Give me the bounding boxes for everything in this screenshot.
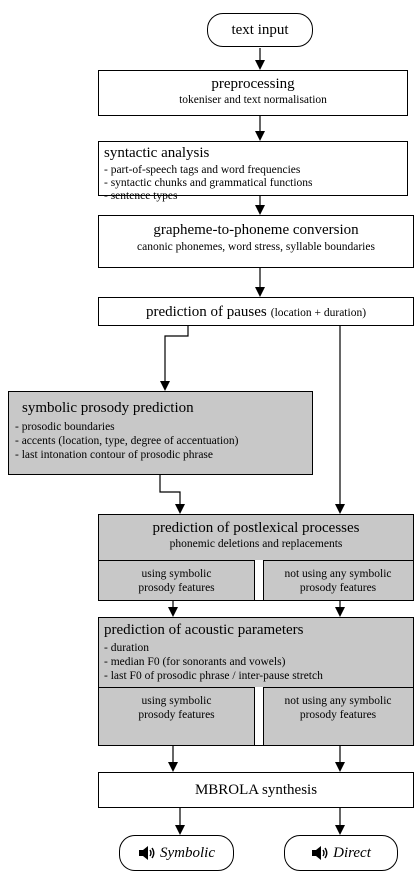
symbolic-item: - prosodic boundaries xyxy=(15,421,115,433)
acoustic-node: prediction of acoustic parameters - dura… xyxy=(98,617,414,746)
acoustic-item: - last F0 of prosodic phrase / inter-pau… xyxy=(104,670,323,682)
arrow-symbolic-to-postlexical xyxy=(159,475,185,514)
postlexical-subtitle: phonemic deletions and replacements xyxy=(169,538,343,550)
text-input-label: text input xyxy=(231,22,289,38)
syntactic-item: - syntactic chunks and grammatical funct… xyxy=(104,177,313,189)
direct-output[interactable]: Direct xyxy=(284,835,398,871)
arrow-pauses-to-symbolic xyxy=(160,326,189,391)
g2p-subtitle: canonic phonemes, word stress, syllable … xyxy=(137,241,375,253)
symbolic-output[interactable]: Symbolic xyxy=(119,835,234,871)
mbrola-title: MBROLA synthesis xyxy=(194,782,318,798)
text-input-node: text input xyxy=(207,13,313,47)
pauses-note: (location + duration) xyxy=(270,307,367,319)
acoustic-item: - median F0 (for sonorants and vowels) xyxy=(104,656,286,668)
mbrola-node: MBROLA synthesis xyxy=(98,772,414,808)
syntactic-title: syntactic analysis xyxy=(104,145,210,161)
symbolic-item: - last intonation contour of prosodic ph… xyxy=(15,449,214,461)
preprocessing-node: preprocessing tokeniser and text normali… xyxy=(98,70,408,116)
pauses-node: prediction of pauses (location + duratio… xyxy=(98,297,414,326)
g2p-title: grapheme-to-phoneme conversion xyxy=(153,222,359,238)
speaker-icon xyxy=(139,846,155,861)
syntactic-item: - sentence types xyxy=(104,190,178,202)
pauses-title: prediction of pauses xyxy=(145,304,267,320)
symbolic-title: symbolic prosody prediction xyxy=(22,400,194,416)
postlexical-node: prediction of postlexical processes phon… xyxy=(98,514,414,601)
preprocessing-title: preprocessing xyxy=(211,76,295,92)
direct-output-label: Direct xyxy=(333,845,371,861)
syntactic-analysis-node: syntactic analysis - part-of-speech tags… xyxy=(98,141,408,202)
preprocessing-subtitle: tokeniser and text normalisation xyxy=(179,94,327,106)
acoustic-split xyxy=(254,687,264,745)
g2p-node: grapheme-to-phoneme conversion canonic p… xyxy=(98,215,414,268)
postlexical-split xyxy=(254,560,264,600)
acoustic-title: prediction of acoustic parameters xyxy=(104,622,304,638)
syntactic-item: - part-of-speech tags and word frequenci… xyxy=(104,164,301,176)
symbolic-prosody-node: symbolic prosody prediction - prosodic b… xyxy=(8,391,313,475)
acoustic-item: - duration xyxy=(104,642,150,654)
symbolic-output-label: Symbolic xyxy=(160,845,215,861)
speaker-icon xyxy=(312,846,328,861)
symbolic-item: - accents (location, type, degree of acc… xyxy=(15,435,239,447)
postlexical-title: prediction of postlexical processes xyxy=(152,520,360,536)
